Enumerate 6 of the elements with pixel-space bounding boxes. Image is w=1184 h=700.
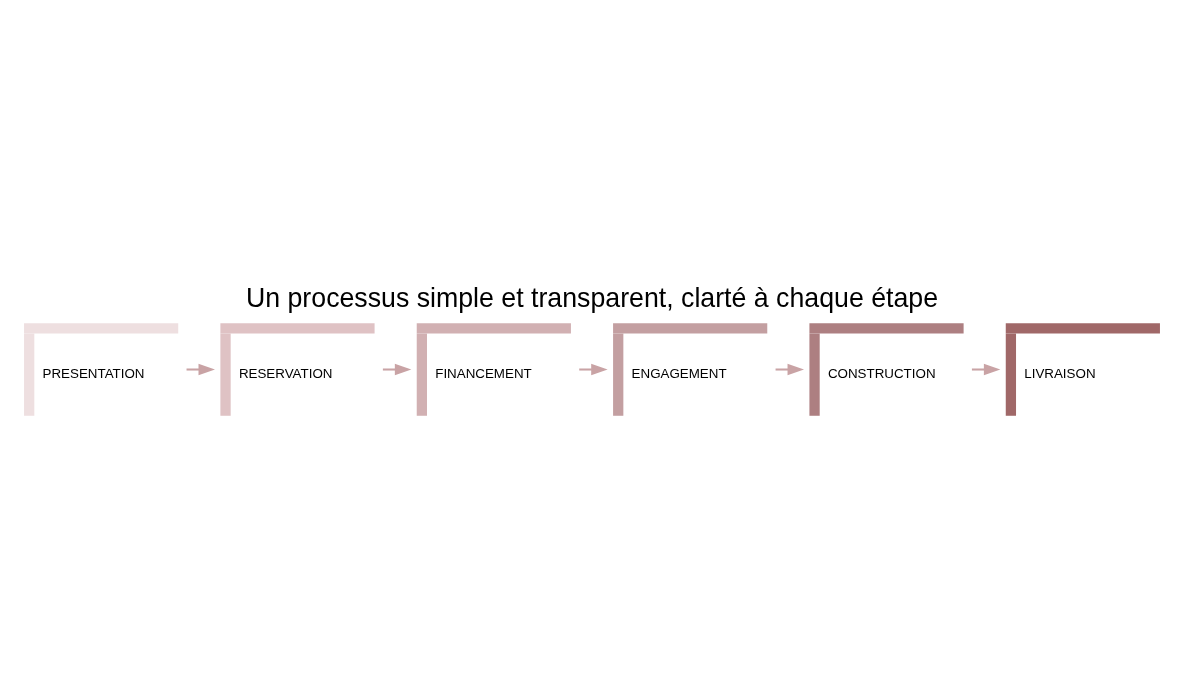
diagram-title: Un processus simple et transparent, clarté à chaque étape xyxy=(245,282,939,313)
arrow xyxy=(579,363,608,375)
arrow xyxy=(382,363,412,375)
arrow xyxy=(971,363,1001,375)
arrow xyxy=(775,363,804,375)
arrow xyxy=(186,363,215,375)
